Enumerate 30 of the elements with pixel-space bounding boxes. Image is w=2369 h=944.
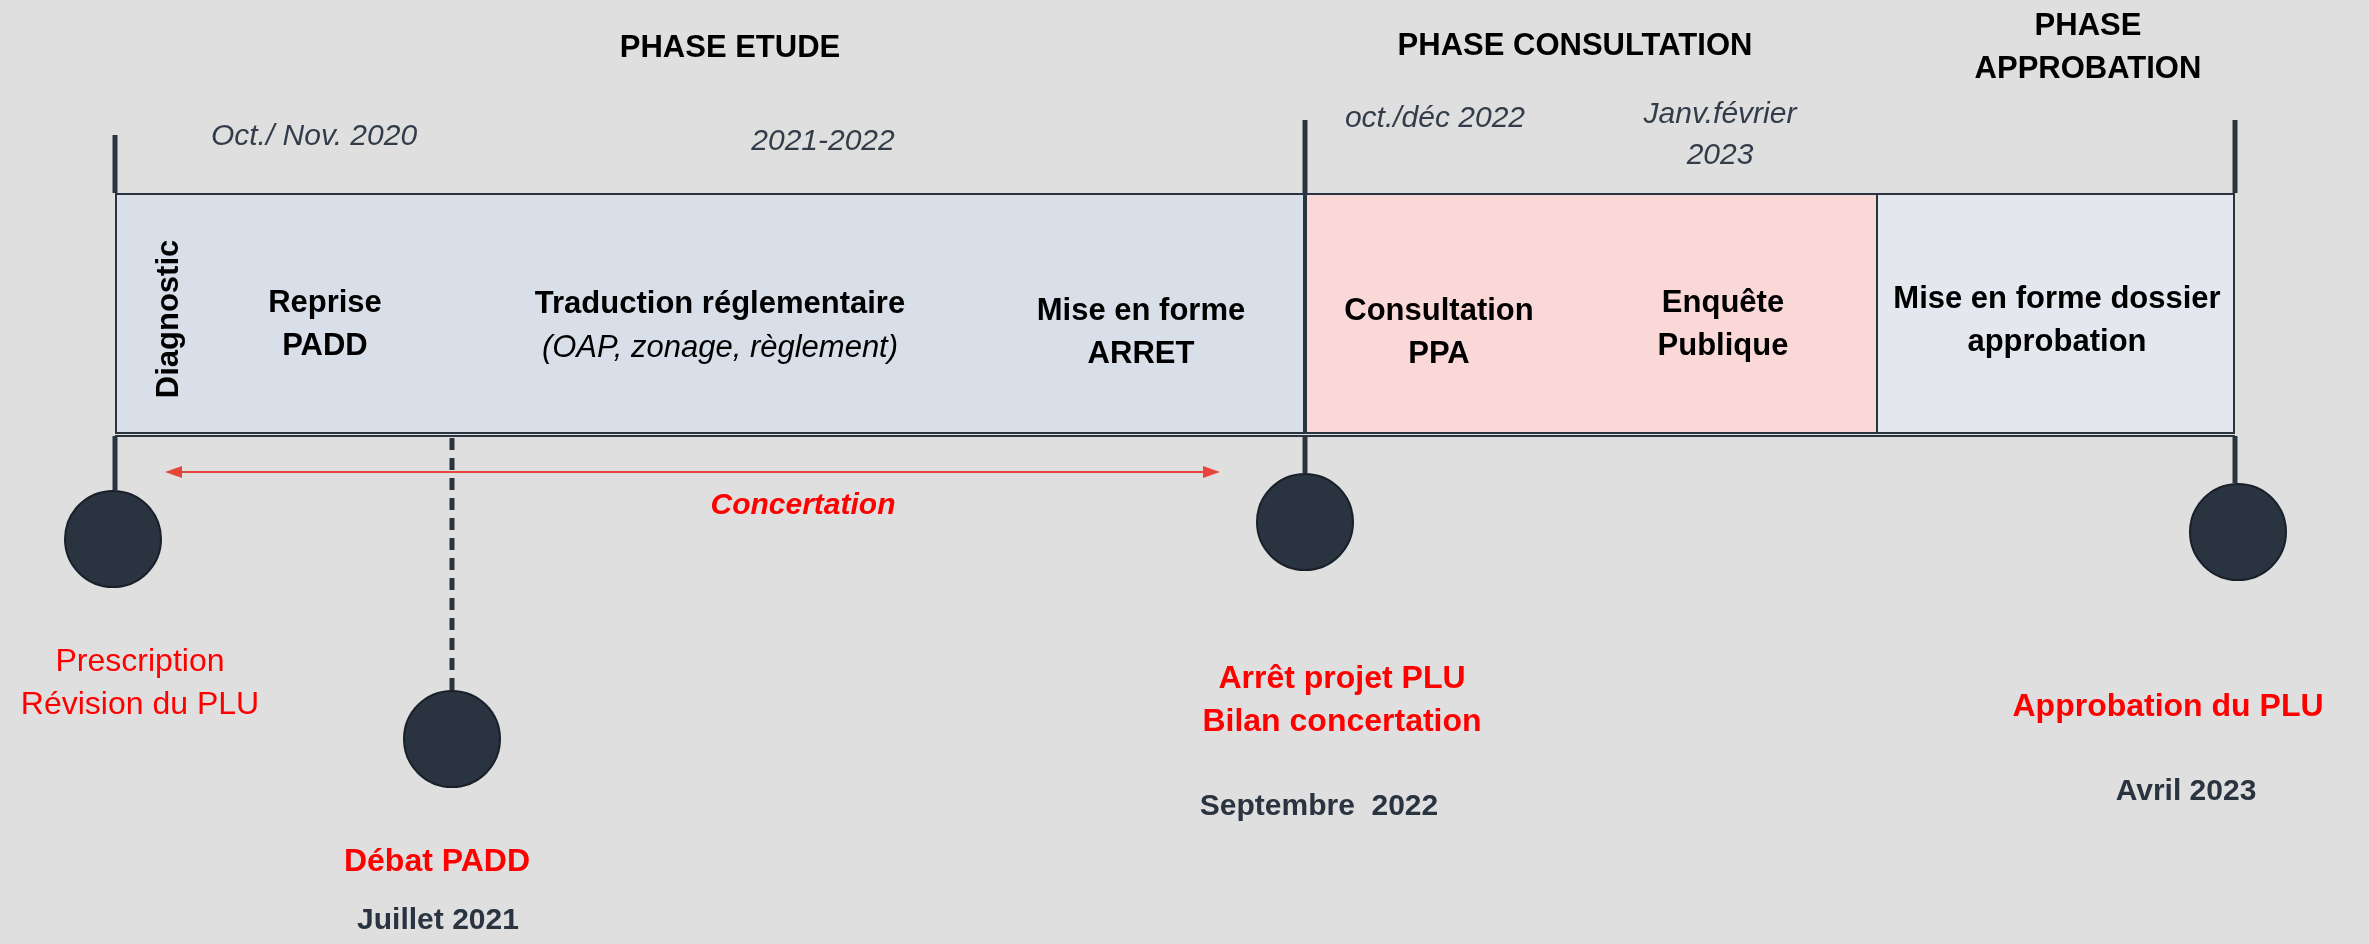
milestone-date: Avril 2023 (2114, 771, 2258, 808)
step-label: Traduction réglementaire (533, 284, 907, 323)
timeline-connector (2232, 436, 2238, 483)
step-label: Mise en forme dossier approbation (1892, 278, 2222, 360)
timeline-connector (1302, 436, 1308, 473)
milestone-label: Approbation du PLU (2011, 686, 2325, 726)
milestone-date: Juillet 2021 (356, 900, 520, 937)
milestone-date: Septembre 2022 (1198, 786, 1440, 823)
step-label: Consultation PPA (1343, 290, 1535, 372)
period-label: Janv.février 2023 (1642, 94, 1799, 171)
timeline-connector (449, 436, 455, 690)
phase-band (1876, 193, 2235, 434)
step-detail: (OAP, zonage, règlement) (540, 328, 900, 367)
span-label: Concertation (709, 486, 897, 522)
milestone-label: Arrêt projet PLU Bilan concertation (1201, 657, 1483, 740)
step-label: Enquête Publique (1656, 282, 1790, 364)
milestone-label: Débat PADD (342, 841, 532, 881)
phase-heading: PHASE APPROBATION (1973, 5, 2203, 87)
phase-heading: PHASE CONSULTATION (1396, 26, 1754, 65)
step-label: Reprise PADD (267, 282, 383, 364)
period-label: 2021-2022 (750, 121, 896, 158)
phase-band (115, 193, 1305, 434)
milestone-label: Prescription Révision du PLU (19, 640, 261, 723)
vertical-step-label: Diagnostic (149, 239, 187, 399)
period-label: oct./déc 2022 (1343, 98, 1527, 135)
step-label: Mise en forme ARRET (1035, 290, 1247, 372)
period-label: Oct./ Nov. 2020 (209, 116, 419, 153)
phase-heading: PHASE ETUDE (618, 28, 842, 67)
phase-band (1305, 193, 1878, 434)
timeline-connector (112, 436, 118, 490)
